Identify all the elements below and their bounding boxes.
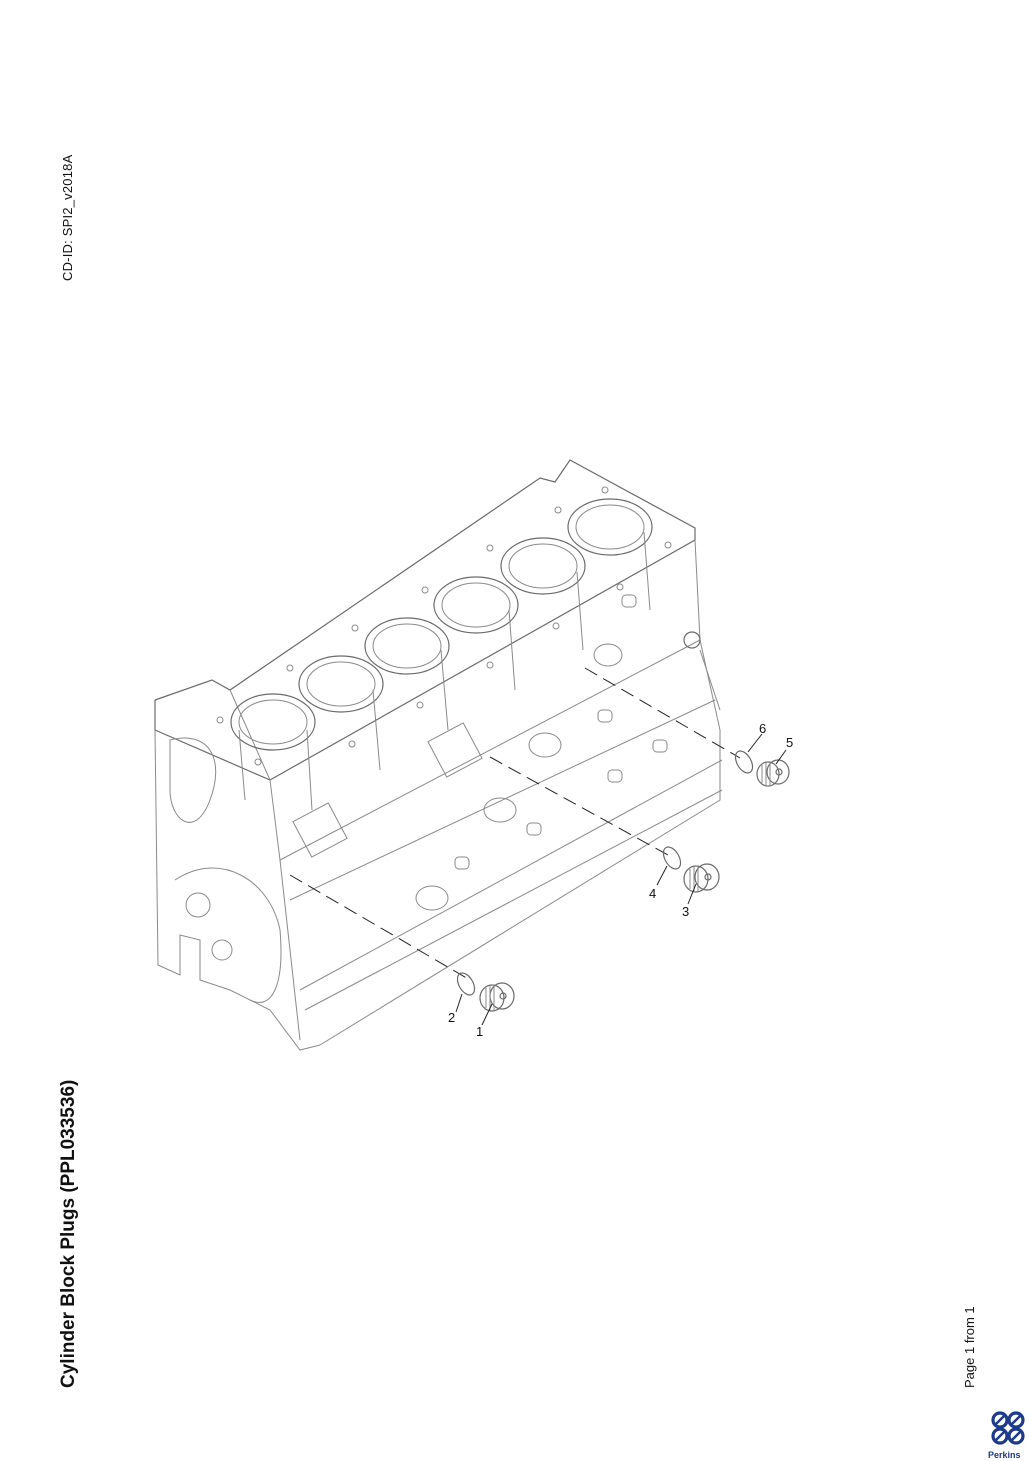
callout-1: 1: [476, 1024, 483, 1039]
callout-numbers: 1 2 3 4 5 6: [448, 721, 793, 1039]
cd-id-text: CD-ID: SPI2_v2018A: [60, 154, 75, 281]
block-bosses: [454, 594, 668, 870]
plug-axis-lines: [289, 667, 741, 981]
callout-leaders: [455, 733, 787, 1026]
perkins-logo-text: Perkins: [988, 1450, 1021, 1460]
callout-3: 3: [682, 904, 689, 919]
bolt-holes: [216, 486, 672, 766]
cylinder-block-outline: [154, 459, 723, 1051]
perkins-logo-icon: [991, 1411, 1025, 1445]
cylinder-block-exploded-drawing: 1 2 3 4 5 6: [154, 459, 793, 1051]
plug-5: [756, 759, 790, 787]
callout-2: 2: [448, 1010, 455, 1025]
callout-6: 6: [759, 721, 766, 736]
cylinder-bores: [230, 498, 653, 751]
document-title: Cylinder Block Plugs (PPL033536): [58, 1079, 79, 1388]
plug-1: [479, 982, 515, 1012]
page-indicator: Page 1 from 1: [962, 1306, 977, 1388]
o-rings: [456, 750, 754, 996]
callout-4: 4: [649, 886, 656, 901]
callout-5: 5: [786, 735, 793, 750]
threaded-plugs: [479, 759, 790, 1012]
plug-3: [683, 863, 720, 893]
